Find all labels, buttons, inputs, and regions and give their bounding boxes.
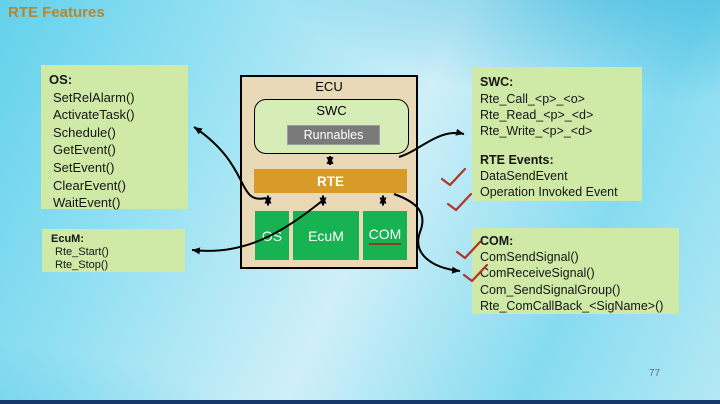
ecu-box: ECU SWC Runnables RTE OS EcuM COM bbox=[240, 75, 418, 269]
os-note-line: GetEvent() bbox=[53, 142, 116, 158]
module-com-label: COM bbox=[368, 226, 402, 245]
bottom-bar bbox=[0, 400, 720, 404]
os-note-title: OS: bbox=[49, 72, 73, 87]
swc-note-box: SWC: Rte_Call_<p>_<o> Rte_Read_<p>_<d> R… bbox=[472, 67, 642, 201]
com-note-title: COM: bbox=[480, 234, 514, 248]
rte-event-line: DataSendEvent bbox=[480, 168, 568, 183]
swc-note-title: SWC: bbox=[480, 75, 514, 89]
rte-event-line: Operation Invoked Event bbox=[480, 185, 618, 200]
ecum-note-box: EcuM: Rte_Start() Rte_Stop() bbox=[42, 229, 185, 272]
module-ecum: EcuM bbox=[293, 211, 359, 260]
module-com: COM bbox=[363, 211, 407, 260]
rte-events-title: RTE Events: bbox=[480, 152, 554, 167]
swc-label: SWC bbox=[316, 103, 347, 118]
ecum-note-line: Rte_Start() bbox=[55, 246, 109, 258]
os-note-line: ClearEvent() bbox=[53, 177, 126, 193]
os-note-line: SetEvent() bbox=[53, 159, 115, 175]
os-note-line: ActivateTask() bbox=[53, 107, 135, 123]
ecu-label: ECU bbox=[315, 79, 343, 94]
com-note-line: Rte_ComCallBack_<SigName>() bbox=[480, 298, 664, 313]
com-note-box: COM: ComSendSignal() ComReceiveSignal() … bbox=[472, 228, 679, 314]
os-note-line: Schedule() bbox=[53, 124, 116, 140]
swc-note-line: Rte_Read_<p>_<d> bbox=[480, 108, 594, 123]
runnables-box: Runnables bbox=[287, 125, 380, 145]
swc-note-line: Rte_Write_<p>_<d> bbox=[480, 124, 593, 139]
page-number: 77 bbox=[649, 368, 661, 379]
com-note-line: ComSendSignal() bbox=[480, 250, 579, 265]
com-note-line: Com_SendSignalGroup() bbox=[480, 282, 621, 297]
slide-title: RTE Features bbox=[8, 4, 105, 21]
os-note-box: OS: SetRelAlarm() ActivateTask() Schedul… bbox=[41, 65, 188, 211]
com-note-line: ComReceiveSignal() bbox=[480, 266, 595, 281]
os-note-line: SetRelAlarm() bbox=[53, 89, 135, 105]
module-os: OS bbox=[255, 211, 289, 260]
os-note-line: WaitEvent() bbox=[53, 195, 121, 211]
ecum-note-line: Rte_Stop() bbox=[55, 259, 109, 271]
rte-bar: RTE bbox=[254, 169, 407, 193]
swc-note-line: Rte_Call_<p>_<o> bbox=[480, 92, 585, 106]
swc-box: SWC Runnables bbox=[254, 99, 409, 154]
checkmark-icon bbox=[446, 192, 473, 212]
checkmark-icon bbox=[440, 167, 467, 187]
ecum-note-title: EcuM: bbox=[51, 233, 84, 245]
